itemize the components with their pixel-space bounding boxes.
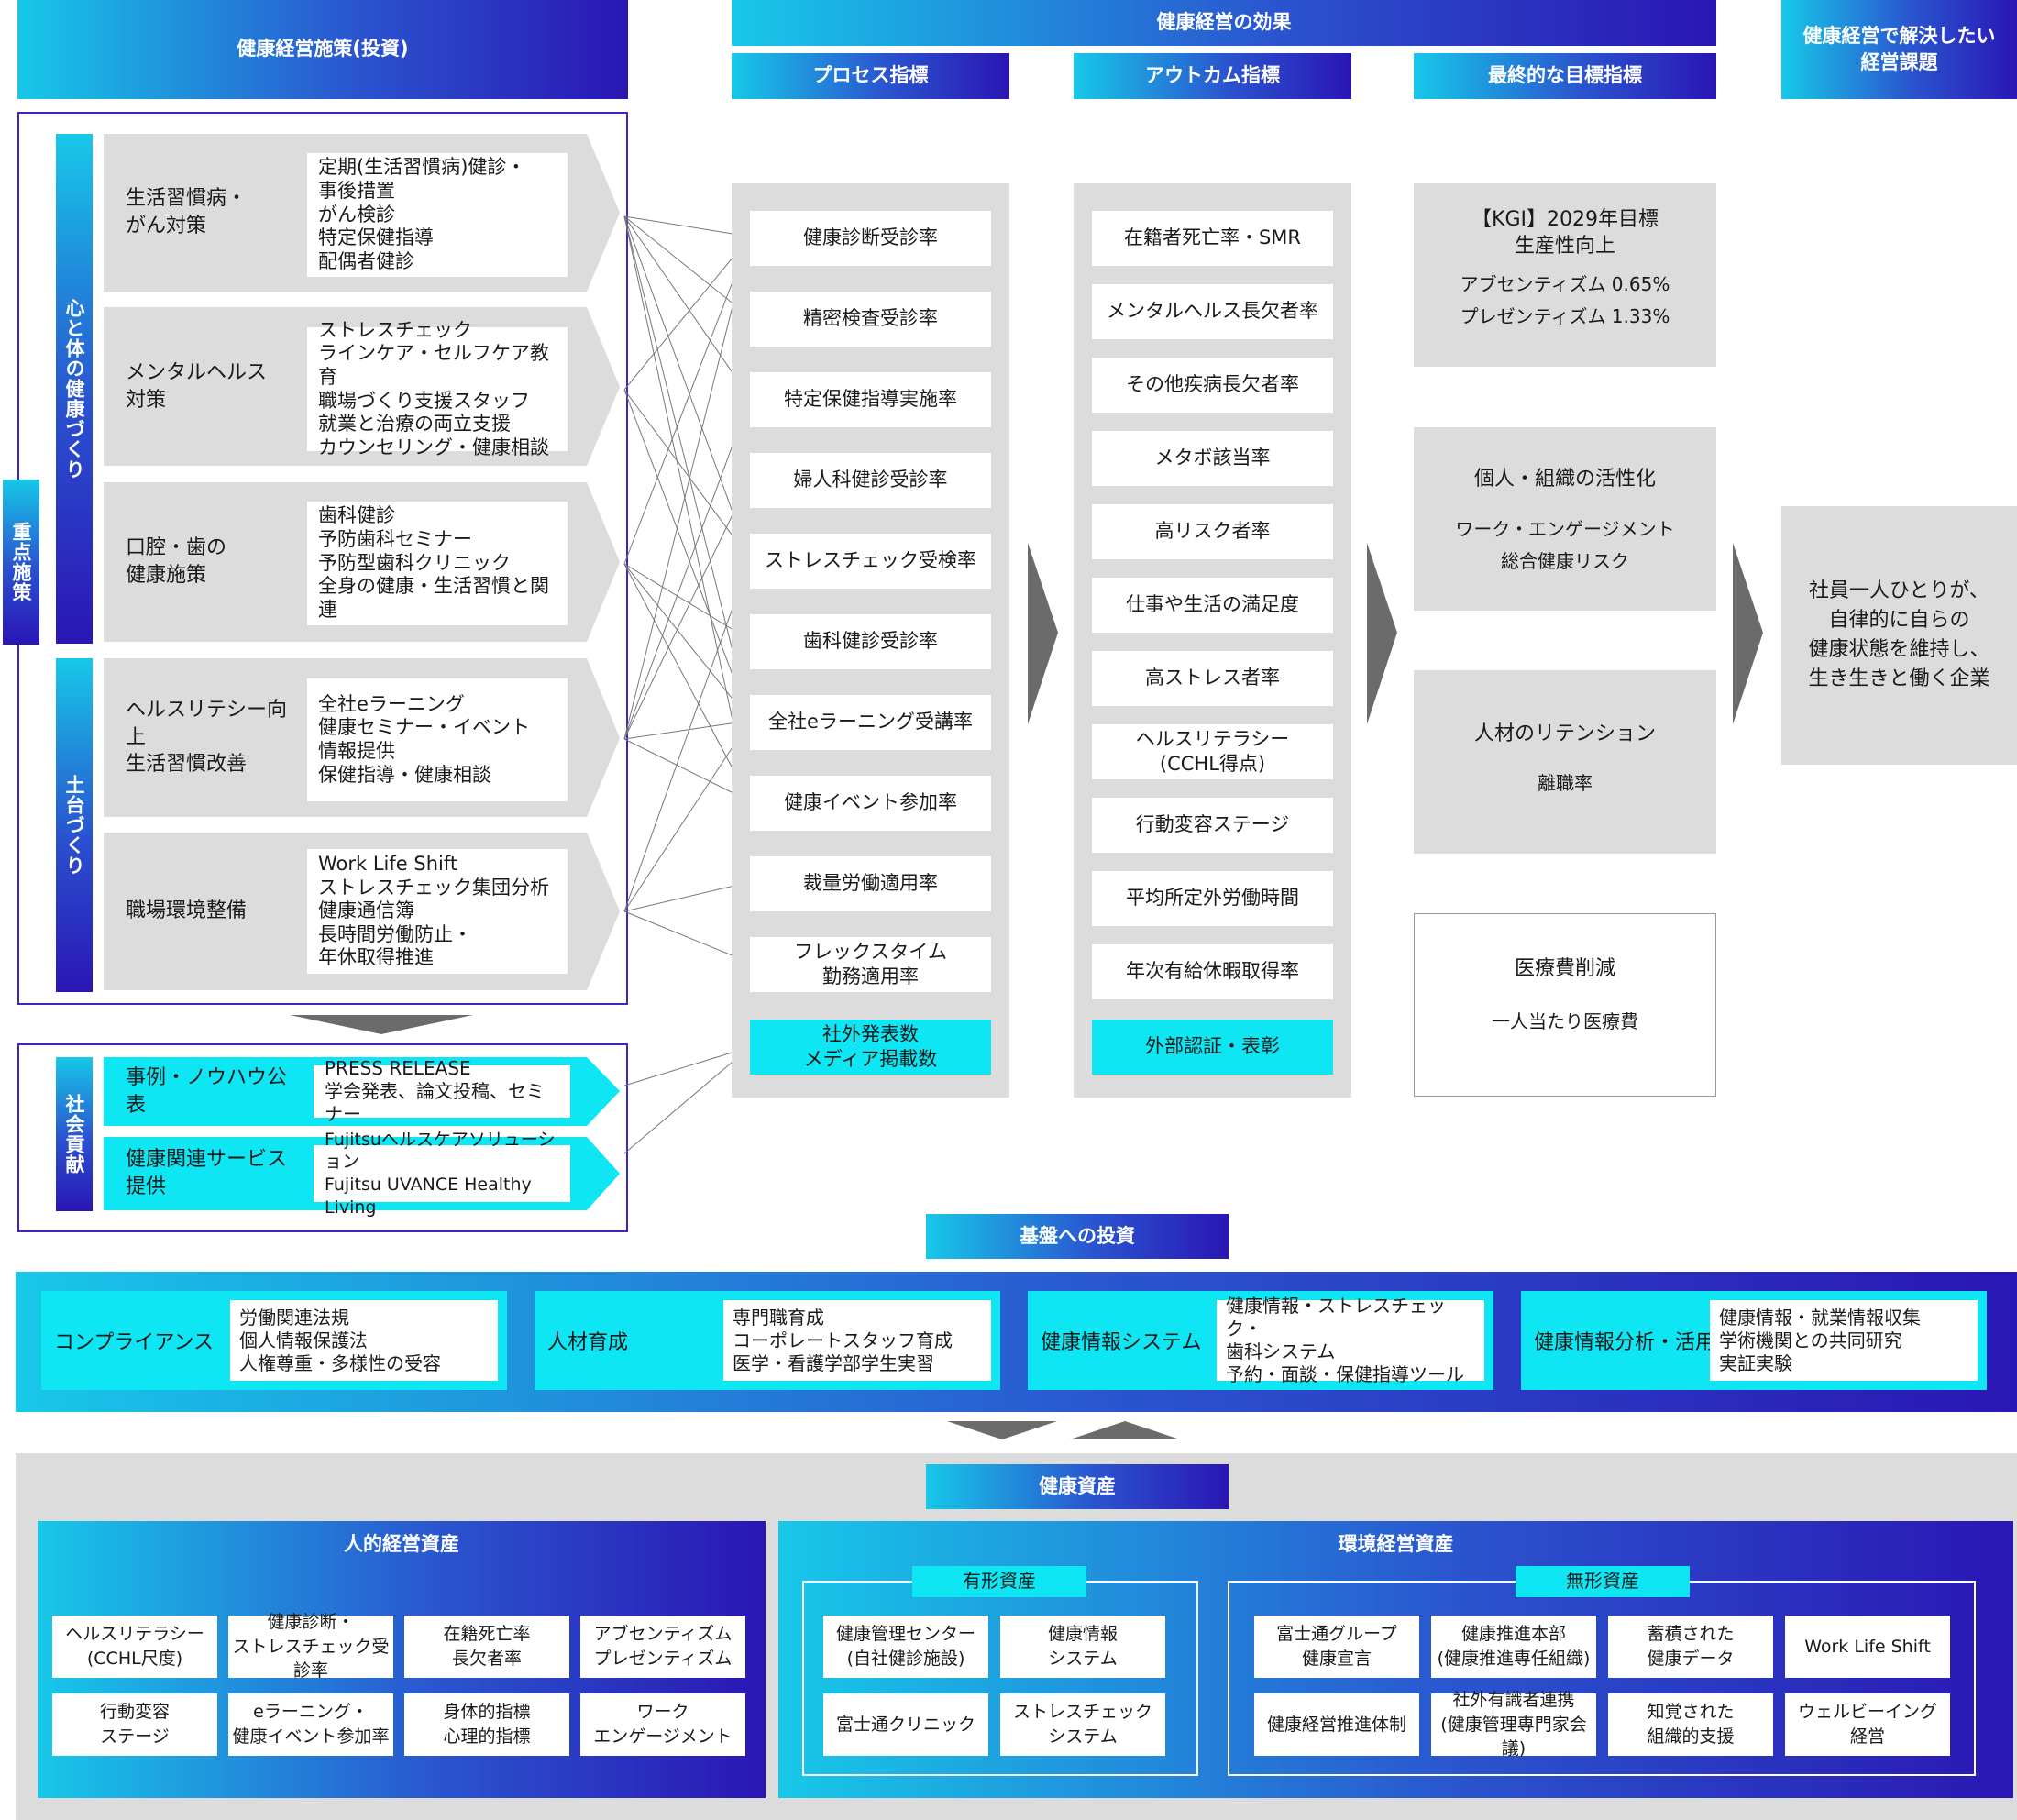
social-label-0: 事例・ノウハウ公表 [126, 1065, 288, 1117]
human-asset-item: 在籍死亡率 長欠者率 [404, 1616, 569, 1678]
priority-label: 重点施策 [3, 480, 39, 645]
final-kgi-detail: アブセンティズム 0.65% プレゼンティズム 1.33% [1460, 273, 1670, 328]
outcome-item: その他疾病長欠者率 [1092, 358, 1333, 413]
intangible-asset-item: 健康推進本部 (健康推進専任組織) [1431, 1616, 1596, 1678]
outcome-item: 在籍者死亡率・SMR [1092, 211, 1333, 266]
process-highlight: 社外発表数 メディア掲載数 [750, 1020, 991, 1075]
process-item: 全社eラーニング受講率 [750, 695, 991, 750]
outcome-item: メタボ該当率 [1092, 431, 1333, 486]
outcome-item: ヘルスリテラシー (CCHL得点) [1092, 724, 1333, 779]
intangible-asset-item: 知覚された 組織的支援 [1608, 1693, 1773, 1756]
final-header: 最終的な目標指標 [1414, 53, 1716, 99]
foundation-up-arrow [1070, 1421, 1180, 1439]
process-item: 特定保健指導実施率 [750, 372, 991, 427]
connector-lines [623, 215, 751, 1154]
flow-chevrons [1028, 543, 1763, 724]
social-label-1: 健康関連サービス 提供 [126, 1148, 288, 1198]
final-retention-title: 人材のリテンション [1473, 722, 1656, 745]
measure-detail-3: 全社eラーニング 健康セミナー・イベント 情報提供 保健指導・健康相談 [307, 678, 568, 801]
intangible-asset-item: 健康経営推進体制 [1254, 1693, 1419, 1756]
outcome-item: 高ストレス者率 [1092, 651, 1333, 706]
tangible-title: 有形資産 [912, 1566, 1086, 1597]
human-asset-item: ワーク エンゲージメント [580, 1693, 745, 1756]
intangible-asset-item: 蓄積された 健康データ [1608, 1616, 1773, 1678]
measures-header: 健康経営施策(投資) [17, 0, 628, 99]
foundation-arrows [947, 1421, 1180, 1439]
final-cost-box: 医療費削減 一人当たり医療費 [1414, 913, 1716, 1097]
process-item: 健康診断受診率 [750, 211, 991, 266]
final-retention-box: 人材のリテンション 離職率 [1414, 670, 1716, 854]
human-asset-item: ヘルスリテラシー (CCHL尺度) [52, 1616, 217, 1678]
mind-body-label: 心と体の健康づくり [56, 134, 93, 644]
tangible-asset-item: 富士通クリニック [823, 1693, 988, 1756]
outcome-item: 平均所定外労働時間 [1092, 871, 1333, 926]
measure-detail-2: 歯科健診 予防歯科セミナー 予防型歯科クリニック 全身の健康・生活習慣と関連 [307, 502, 568, 625]
intangible-asset-item: ウェルビーイング 経営 [1785, 1693, 1950, 1756]
down-arrow [290, 1015, 473, 1034]
outcome-item: 仕事や生活の満足度 [1092, 578, 1333, 633]
human-asset-item: 行動変容 ステージ [52, 1693, 217, 1756]
measure-label-1: メンタルヘルス 対策 [126, 360, 268, 412]
chevron-3 [1733, 543, 1763, 724]
final-retention-detail: 離職率 [1538, 771, 1593, 794]
chevron-1 [1028, 543, 1058, 724]
final-org-title: 個人・組織の活性化 [1473, 468, 1656, 491]
process-item: 歯科健診受診率 [750, 614, 991, 669]
assets-header: 健康資産 [926, 1464, 1229, 1509]
final-org-detail: ワーク・エンゲージメント 総合健康リスク [1455, 517, 1675, 572]
outcome-item: メンタルヘルス長欠者率 [1092, 284, 1333, 339]
outcome-item: 年次有給休暇取得率 [1092, 944, 1333, 999]
chevron-2 [1367, 543, 1397, 724]
outcome-highlight: 外部認証・表彰 [1092, 1020, 1333, 1075]
final-org-box: 個人・組織の活性化 ワーク・エンゲージメント 総合健康リスク [1414, 427, 1716, 611]
effects-header: 健康経営の効果 [732, 0, 1716, 46]
process-item: ストレスチェック受検率 [750, 534, 991, 589]
process-item: 健康イベント参加率 [750, 776, 991, 831]
issues-header: 健康経営で解決したい 経営課題 [1781, 0, 2017, 99]
process-item: 精密検査受診率 [750, 292, 991, 347]
process-item: 婦人科健診受診率 [750, 453, 991, 508]
human-assets-title: 人的経営資産 [344, 1533, 459, 1556]
measure-label-4: 職場環境整備 [126, 899, 248, 923]
human-asset-item: eラーニング・ 健康イベント参加率 [228, 1693, 393, 1756]
process-item: フレックスタイム 勤務適用率 [750, 937, 991, 992]
social-frame [17, 1043, 628, 1232]
intangible-title: 無形資産 [1516, 1566, 1690, 1597]
tangible-asset-item: ストレスチェック システム [1000, 1693, 1165, 1756]
measure-detail-4: Work Life Shift ストレスチェック集団分析 健康通信簿 長時間労働… [307, 849, 568, 974]
foundation-label: 土台づくり [56, 658, 93, 992]
outcome-item: 行動変容ステージ [1092, 798, 1333, 853]
outcome-header: アウトカム指標 [1074, 53, 1351, 99]
final-cost-detail: 一人当たり医療費 [1492, 1009, 1638, 1032]
final-kgi-title: 【KGI】2029年目標 生産性向上 [1471, 208, 1659, 258]
social-detail-1: Fujitsuヘルスケアソリューション Fujitsu UVANCE Healt… [314, 1130, 570, 1218]
final-cost-title: 医療費削減 [1514, 957, 1615, 980]
outcome-item: 高リスク者率 [1092, 504, 1333, 559]
process-item: 裁量労働適用率 [750, 856, 991, 911]
final-kgi-box: 【KGI】2029年目標 生産性向上 アブセンティズム 0.65% プレゼンティ… [1414, 183, 1716, 367]
foundation-item-detail: 労働関連法規 個人情報保護法 人権尊重・多様性の受容 [230, 1300, 498, 1381]
human-asset-item: 健康診断・ ストレスチェック受診率 [228, 1612, 393, 1681]
foundation-down-arrow [947, 1421, 1057, 1439]
foundation-item-detail: 専門職育成 コーポレートスタッフ育成 医学・看護学部学生実習 [723, 1300, 991, 1381]
measure-label-0: 生活習慣病・ がん対策 [126, 187, 248, 237]
social-label: 社会貢献 [56, 1057, 93, 1211]
measure-detail-0: 定期(生活習慣病)健診・ 事後措置 がん検診 特定保健指導 配偶者健診 [307, 153, 568, 277]
foundation-item-detail: 健康情報・就業情報収集 学術機関との共同研究 実証実験 [1710, 1300, 1978, 1381]
env-assets-title: 環境経営資産 [1338, 1533, 1454, 1556]
human-asset-item: 身体的指標 心理的指標 [404, 1693, 569, 1756]
human-asset-item: アブセンティズム プレゼンティズム [580, 1616, 745, 1678]
tangible-asset-item: 健康情報 システム [1000, 1616, 1165, 1678]
intangible-asset-item: Work Life Shift [1785, 1616, 1950, 1678]
measure-label-3: ヘルスリテシー向上 生活習慣改善 [126, 698, 288, 777]
measure-label-2: 口腔・歯の 健康施策 [126, 536, 227, 587]
process-header: プロセス指標 [732, 53, 1009, 99]
tangible-asset-item: 健康管理センター (自社健診施設) [823, 1616, 988, 1678]
intangible-asset-item: 富士通グループ 健康宣言 [1254, 1616, 1419, 1678]
foundation-header: 基盤への投資 [926, 1214, 1229, 1259]
issue-box: 社員一人ひとりが、 自律的に自らの 健康状態を維持し、 生き生きと働く企業 [1781, 506, 2017, 765]
intangible-asset-item: 社外有識者連携 (健康管理専門家会議) [1431, 1690, 1596, 1759]
